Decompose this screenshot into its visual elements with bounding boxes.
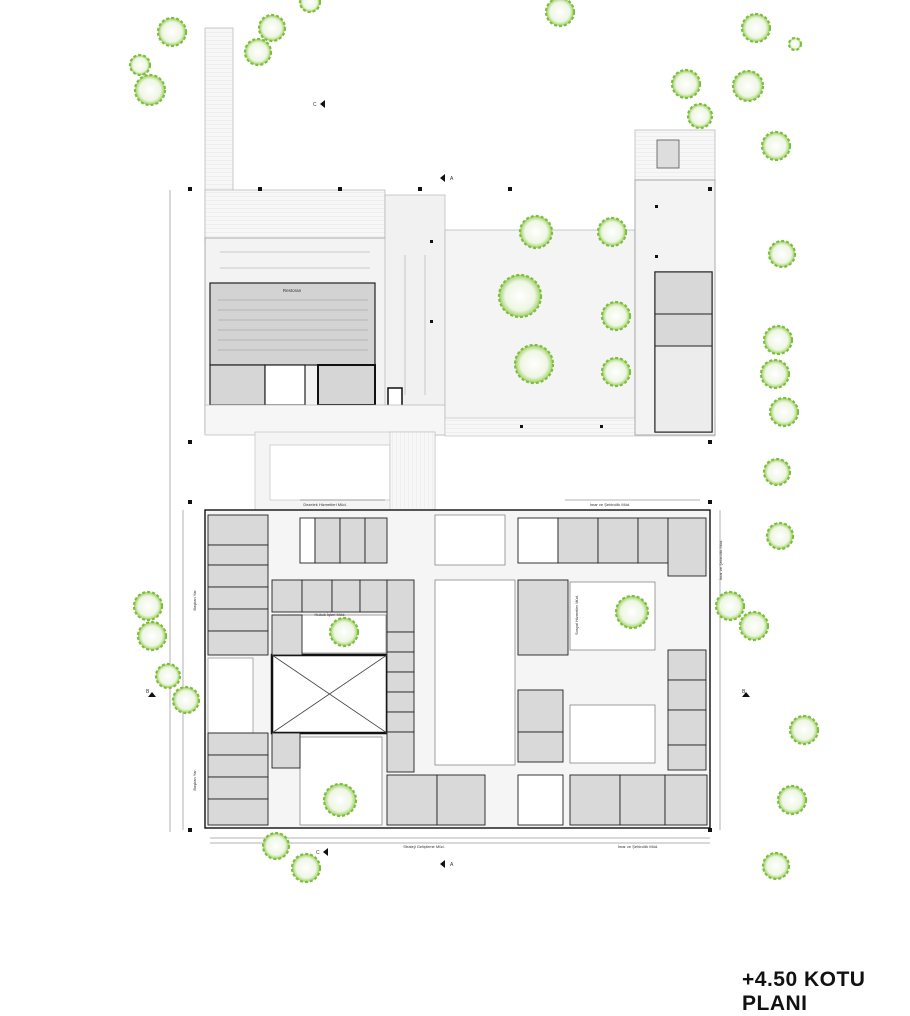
dimension-lines	[169, 190, 721, 844]
section-markers: A A B B C C	[146, 100, 750, 868]
main-block: Dezelek Hizmetleri Müd. İmar ve Şehircil…	[192, 502, 723, 849]
trees	[128, 0, 820, 884]
section-b-right: B	[742, 689, 746, 695]
east-block	[634, 129, 716, 436]
section-b-left: B	[146, 689, 150, 695]
dept-health-label-2: Başkan Yar.	[192, 769, 197, 790]
columns	[188, 187, 712, 832]
dept-build-label-2: İmar ve Şehircilik Müd.	[618, 844, 658, 849]
dept-law-label: Hukuk İşleri Müd.	[315, 612, 346, 617]
connector	[254, 431, 436, 513]
section-c-top: C	[313, 102, 317, 108]
sheet-title: +4.50 KOTU PLANI	[742, 968, 866, 1015]
dept-social-label: Sosyal Hizmetler Müd.	[574, 595, 579, 635]
section-a-top: A	[450, 176, 454, 182]
section-a-bottom: A	[450, 862, 454, 868]
section-c-bottom: C	[316, 850, 320, 856]
dept-build-label-3: İmar ve Şehircilik Müd.	[718, 540, 723, 580]
dept-health-label: Başkan Yar.	[192, 589, 197, 610]
dept-tech-label: Dezelek Hizmetleri Müd.	[303, 502, 346, 507]
dept-strategy-label: Strateji Geliştirme Müd.	[403, 844, 445, 849]
dept-build-label-1: İmar ve Şehircilik Müd.	[590, 502, 630, 507]
upper-block: Restoran	[204, 27, 446, 436]
restaurant-label: Restoran	[283, 288, 302, 293]
